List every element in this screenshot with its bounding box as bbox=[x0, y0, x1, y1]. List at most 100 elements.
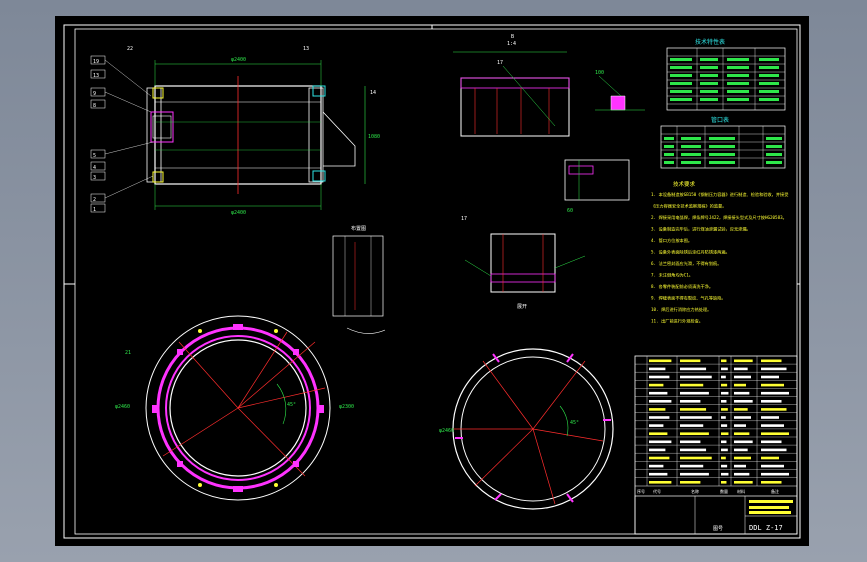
right-top-bolt bbox=[312, 85, 326, 97]
parts-entry-mark bbox=[721, 424, 728, 427]
parts-entry-mark bbox=[734, 408, 748, 411]
ring-lugs bbox=[152, 324, 324, 492]
title-block-code: DDL Z-17 bbox=[749, 524, 783, 532]
inner-frame bbox=[74, 28, 798, 535]
left-top-bolt bbox=[152, 87, 164, 99]
section-c-body bbox=[564, 159, 630, 201]
parts-entry-mark bbox=[761, 383, 784, 387]
flange-ring-plan[interactable]: 45° φ2460 φ2300 bbox=[115, 315, 354, 501]
parts-entry-mark bbox=[761, 408, 787, 411]
nozzle-table-grid bbox=[661, 126, 785, 168]
right-bracket bbox=[322, 111, 356, 167]
parts-entry-mark bbox=[734, 440, 753, 444]
svg-text:2: 2 bbox=[93, 197, 96, 203]
parts-entry-mark bbox=[734, 464, 746, 468]
parts-entry-mark bbox=[649, 391, 668, 395]
parts-list[interactable]: 序号 代号 名称 数量 材料 备注 图号 DDL Z-17 bbox=[634, 355, 798, 535]
svg-text:5: 5 bbox=[93, 153, 96, 159]
parts-entry-mark bbox=[680, 375, 712, 379]
section-b-balloon: 17 bbox=[497, 60, 503, 66]
parts-entry-mark bbox=[721, 432, 729, 435]
drawing-sheet[interactable]: φ2400 φ2400 1080 19 13 9 8 bbox=[55, 16, 809, 546]
detail-block-middle[interactable]: 布置图 bbox=[332, 225, 386, 334]
svg-text:3: 3 bbox=[93, 175, 96, 181]
parts-entry-mark bbox=[721, 367, 728, 371]
nozzle-table[interactable]: 管口表 bbox=[660, 116, 786, 169]
spec-table-fill bbox=[670, 58, 779, 101]
detail-body bbox=[490, 233, 556, 293]
section-b-label: B bbox=[511, 34, 514, 40]
parts-entry-mark bbox=[761, 416, 779, 419]
svg-text:序号: 序号 bbox=[637, 488, 645, 494]
svg-text:名称: 名称 bbox=[691, 488, 699, 494]
parts-entry-mark bbox=[680, 472, 709, 476]
spec-table[interactable]: 技术特性表 bbox=[666, 38, 786, 111]
parts-entry-mark bbox=[649, 448, 666, 452]
parts-entry-mark bbox=[734, 424, 746, 427]
parts-entry-mark bbox=[649, 383, 664, 387]
svg-text:材料: 材料 bbox=[737, 488, 745, 494]
note-line: 2. 焊接采用电弧焊，焊条牌号J422，焊接接头型式及尺寸按HG20583。 bbox=[651, 214, 787, 221]
weld-detail bbox=[610, 95, 626, 111]
note-line: 5. 设备外表面除锈后涂红丹防锈漆两遍。 bbox=[651, 249, 730, 256]
parts-entry-mark bbox=[680, 408, 707, 411]
ring-plan-right[interactable]: 45° φ2460 bbox=[439, 348, 614, 510]
parts-entry-mark bbox=[721, 400, 727, 403]
left-bottom-bolt bbox=[152, 171, 164, 183]
detail-block-title: 布置图 bbox=[351, 225, 366, 232]
ring-right-rays bbox=[453, 360, 604, 505]
section-view-b[interactable]: B 1:4 17 100 60 bbox=[453, 34, 645, 214]
parts-list-entries bbox=[649, 359, 789, 484]
nozzle-table-title: 管口表 bbox=[711, 116, 729, 124]
parts-entry-mark bbox=[734, 367, 748, 371]
dim-top-text: φ2400 bbox=[231, 57, 246, 63]
parts-entry-mark bbox=[761, 400, 782, 403]
balloon-top: 22 bbox=[127, 46, 133, 52]
left-nozzle-bore bbox=[152, 115, 172, 139]
parts-entry-mark bbox=[721, 375, 726, 379]
parts-entry-mark bbox=[649, 464, 664, 468]
parts-entry-mark bbox=[721, 440, 727, 444]
svg-text:4: 4 bbox=[93, 165, 96, 171]
parts-entry-mark bbox=[761, 440, 782, 444]
parts-entry-mark bbox=[680, 481, 701, 484]
parts-entry-mark bbox=[680, 464, 704, 468]
parts-entry-mark bbox=[721, 416, 726, 419]
parts-entry-mark bbox=[761, 359, 782, 363]
note-line: 1. 本设备制造按GB150《钢制压力容器》进行制造、检验和验收，并接受 bbox=[651, 191, 788, 198]
parts-entry-mark bbox=[734, 456, 751, 460]
ring-right-angle-arc bbox=[559, 405, 569, 437]
note-line: 《压力容器安全技术监察规程》的监督。 bbox=[651, 203, 726, 210]
svg-text:19: 19 bbox=[93, 59, 99, 65]
parts-entry-mark bbox=[761, 472, 789, 476]
parts-entry-mark bbox=[649, 440, 672, 444]
section-view-detail[interactable]: 17 展开 bbox=[461, 216, 586, 310]
ring-outer-edge bbox=[145, 315, 331, 501]
parts-entry-mark bbox=[721, 481, 727, 484]
parts-entry-mark bbox=[734, 448, 748, 452]
section-b-body bbox=[460, 77, 570, 137]
note-line: 6. 法兰密封面应光滑，不得有划痕。 bbox=[651, 260, 721, 267]
angle-arc bbox=[276, 383, 287, 425]
parts-entry-mark bbox=[721, 383, 728, 387]
parts-entry-mark bbox=[761, 424, 784, 427]
nozzle-table-fill bbox=[664, 137, 782, 164]
notes-title: 技术要求 bbox=[673, 180, 696, 188]
detail-block-frame bbox=[332, 235, 384, 317]
technical-notes[interactable]: 技术要求 1. 本设备制造按GB150《钢制压力容器》进行制造、检验和验收，并接… bbox=[651, 180, 788, 325]
parts-entry-mark bbox=[734, 375, 751, 379]
parts-header: 序号 代号 名称 数量 材料 备注 bbox=[635, 485, 797, 494]
note-line: 4. 管口方位按本图。 bbox=[651, 237, 692, 244]
parts-list-grid bbox=[635, 363, 797, 478]
svg-text:代号: 代号 bbox=[653, 488, 661, 494]
parts-entry-mark bbox=[721, 408, 728, 411]
parts-entry-mark bbox=[761, 391, 789, 395]
elevation-view[interactable]: φ2400 φ2400 1080 19 13 9 8 bbox=[90, 46, 380, 216]
detail-arc bbox=[346, 327, 386, 334]
svg-text:数量: 数量 bbox=[720, 488, 728, 494]
balloon-top-right: 13 bbox=[303, 46, 309, 52]
ring-bolts bbox=[198, 329, 278, 487]
nozzle-table-frame bbox=[660, 125, 786, 169]
ring-center-rays bbox=[162, 331, 326, 477]
